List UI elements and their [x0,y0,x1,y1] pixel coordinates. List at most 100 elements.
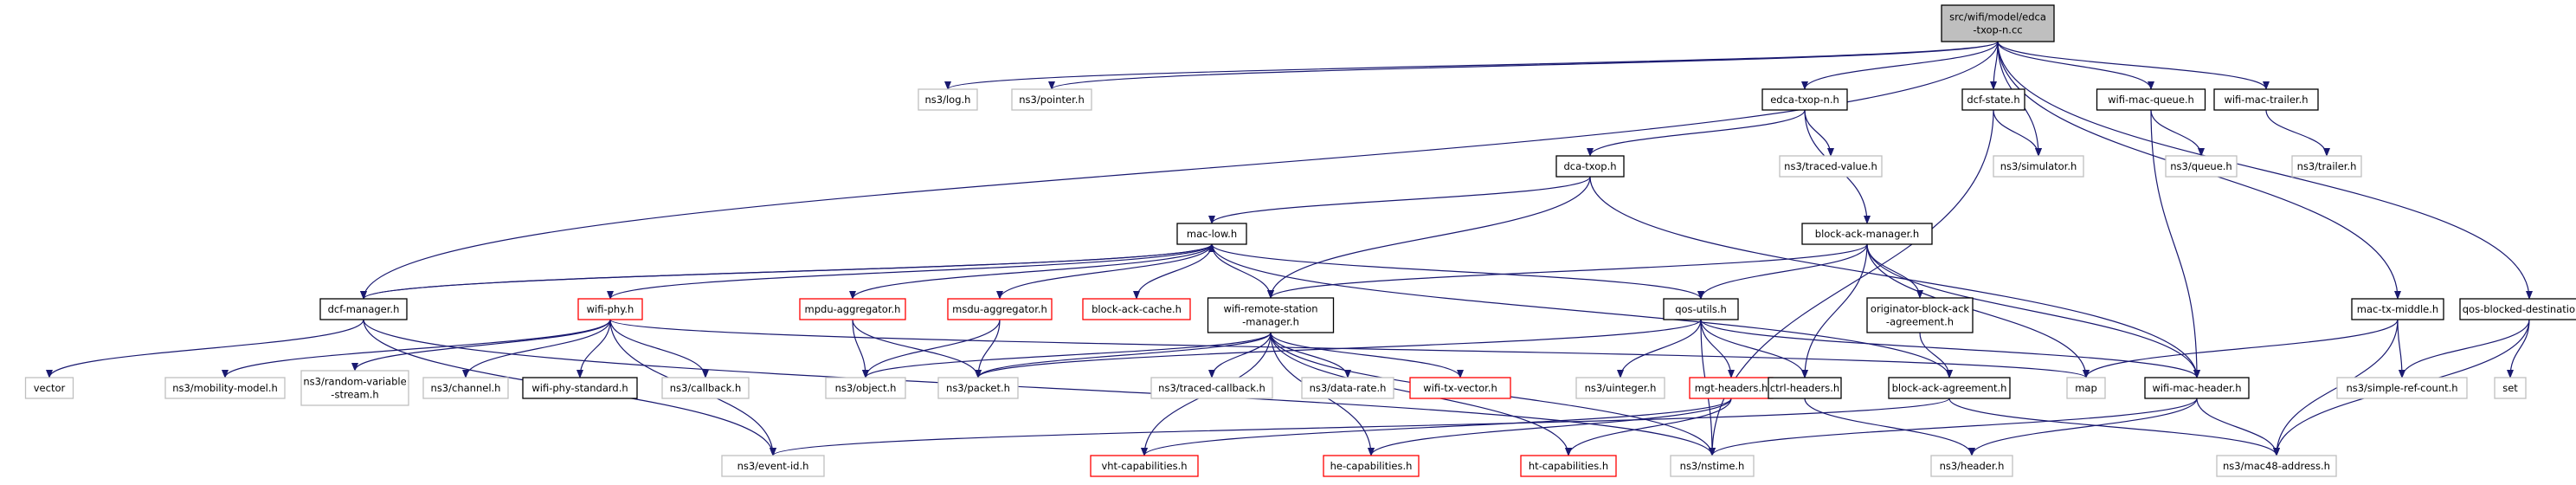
node-he[interactable]: he-capabilities.h [1323,455,1420,477]
node-callback[interactable]: ns3/callback.h [661,377,750,399]
node-mac48[interactable]: ns3/mac48-address.h [2216,455,2337,477]
node-label: block-ack-agreement.h [1892,382,2007,394]
node-trailer[interactable]: ns3/trailer.h [2291,155,2362,178]
edge-dcatxop-to-maclow [1208,176,1591,224]
node-phystd[interactable]: wifi-phy-standard.h [522,377,638,399]
node-vector[interactable]: vector [24,377,74,399]
node-tracedcb[interactable]: ns3/traced-callback.h [1150,377,1273,399]
edge-mgt-to-he [1368,398,1732,456]
edge-wmh-to-nstime [1709,398,2198,456]
node-wmq[interactable]: wifi-mac-queue.h [2096,88,2206,111]
node-mpdu[interactable]: mpdu-aggregator.h [799,298,906,320]
node-qos[interactable]: qos-utils.h [1663,298,1739,320]
node-box [799,298,906,320]
edge-wifiphy-to-mobility [222,319,611,378]
node-baa[interactable]: block-ack-agreement.h [1888,377,2011,399]
node-dcfstate[interactable]: dcf-state.h [1961,88,2025,111]
node-mactx[interactable]: mac-tx-middle.h [2351,298,2444,320]
node-wmt[interactable]: wifi-mac-trailer.h [2213,88,2319,111]
node-label: ns3/object.h [835,382,897,394]
node-qbd[interactable]: qos-blocked-destinations.h [2459,298,2576,320]
node-packet[interactable]: ns3/packet.h [937,377,1019,399]
node-label: ns3/traced-value.h [1784,160,1877,172]
node-box [721,455,825,477]
node-ctrl[interactable]: ctrl-headers.h [1768,377,1842,399]
node-mgt[interactable]: mgt-headers.h [1689,377,1774,399]
node-datarate[interactable]: ns3/data-rate.h [1301,377,1394,399]
edge-wmt-to-trailer [2265,109,2330,157]
edge-bam-to-wmh [1866,243,2200,378]
node-header[interactable]: ns3/header.h [1930,455,2013,477]
edge-maclow-to-wifiphy [607,243,1213,300]
node-simulator[interactable]: ns3/simulator.h [1993,155,2084,178]
node-txvector[interactable]: wifi-tx-vector.h [1409,377,1511,399]
node-label: ns3/pointer.h [1019,94,1085,106]
node-uinteger[interactable]: ns3/uinteger.h [1575,377,1665,399]
node-box [661,377,750,399]
edge-mactx-to-simplerc [2397,319,2405,378]
node-eventid[interactable]: ns3/event-id.h [721,455,825,477]
node-simplerc[interactable]: ns3/simple-ref-count.h [2336,377,2468,399]
edge-wmq-to-wmh [2150,109,2200,378]
edge-qos-to-packet [975,319,1702,378]
node-label: wifi-phy-standard.h [531,382,628,394]
node-label: -manager.h [1242,316,1299,328]
node-ht[interactable]: ht-capabilities.h [1520,455,1617,477]
node-box [1301,377,1394,399]
node-box [1090,455,1199,477]
node-log[interactable]: ns3/log.h [918,88,978,111]
node-label: ht-capabilities.h [1529,460,1608,472]
node-root: src/wifi/model/edca-txop-n.cc [1941,4,2055,42]
node-randvar[interactable]: ns3/random-variable-stream.h [300,370,409,406]
edge-root-to-wmq [1997,41,2154,90]
edge-maclow-to-mpdu [849,243,1213,300]
node-dcfmgr[interactable]: dcf-manager.h [319,298,408,320]
edge-root-to-qbd [1997,41,2533,300]
edge-root-to-dcfmgr [360,41,1999,300]
node-box [1575,377,1665,399]
edge-mgt-to-vht [1141,398,1732,456]
node-label: src/wifi/model/edca [1949,11,2046,23]
node-set[interactable]: set [2494,377,2527,399]
node-nstime[interactable]: ns3/nstime.h [1670,455,1755,477]
node-channel[interactable]: ns3/channel.h [422,377,509,399]
node-maclow[interactable]: mac-low.h [1176,223,1247,245]
node-box [1866,297,1974,333]
node-label: ns3/data-rate.h [1310,382,1387,394]
edge-dcatxop-to-wmh [1589,176,2200,378]
node-bacache[interactable]: block-ack-cache.h [1082,298,1191,320]
node-oba[interactable]: originator-block-ack-agreement.h [1866,297,1974,333]
node-bam[interactable]: block-ack-manager.h [1801,223,1933,245]
node-msdu[interactable]: msdu-aggregator.h [947,298,1053,320]
node-wifiphy[interactable]: wifi-phy.h [577,298,643,320]
node-box [2066,377,2106,399]
node-edcan[interactable]: edca-txop-n.h [1761,88,1848,111]
edge-bam-to-wrsm [1267,243,1868,299]
node-box [2144,377,2250,399]
node-vht[interactable]: vht-capabilities.h [1090,455,1199,477]
node-tracedvalue[interactable]: ns3/traced-value.h [1779,155,1883,178]
node-dcatxop[interactable]: dca-txop.h [1555,155,1625,178]
node-object[interactable]: ns3/object.h [825,377,906,399]
edge-baa-to-eventid [770,398,1950,456]
node-label: dca-txop.h [1563,160,1616,172]
dependency-nodes: src/wifi/model/edca-txop-n.cc ns3/log.h ns… [24,4,2576,477]
node-wmh[interactable]: wifi-mac-header.h [2144,377,2250,399]
node-box [1011,88,1092,111]
edge-baa-to-mac48 [1948,398,2280,456]
node-box [2459,298,2576,320]
node-map[interactable]: map [2066,377,2106,399]
node-label: ns3/channel.h [431,382,501,394]
node-label: mac-low.h [1187,228,1237,240]
node-label: -txop-n.cc [1973,24,2022,36]
node-queue[interactable]: ns3/queue.h [2165,155,2238,178]
edge-qbd-to-simplerc [2399,319,2530,378]
node-mobility[interactable]: ns3/mobility-model.h [164,377,286,399]
node-pointer[interactable]: ns3/pointer.h [1011,88,1092,111]
node-box [1993,155,2084,178]
node-box [2351,298,2444,320]
node-wrsm[interactable]: wifi-remote-station-manager.h [1207,297,1335,333]
node-label: ns3/log.h [925,94,971,106]
node-label: vector [34,382,66,394]
edge-qbd-to-set [2507,319,2530,378]
